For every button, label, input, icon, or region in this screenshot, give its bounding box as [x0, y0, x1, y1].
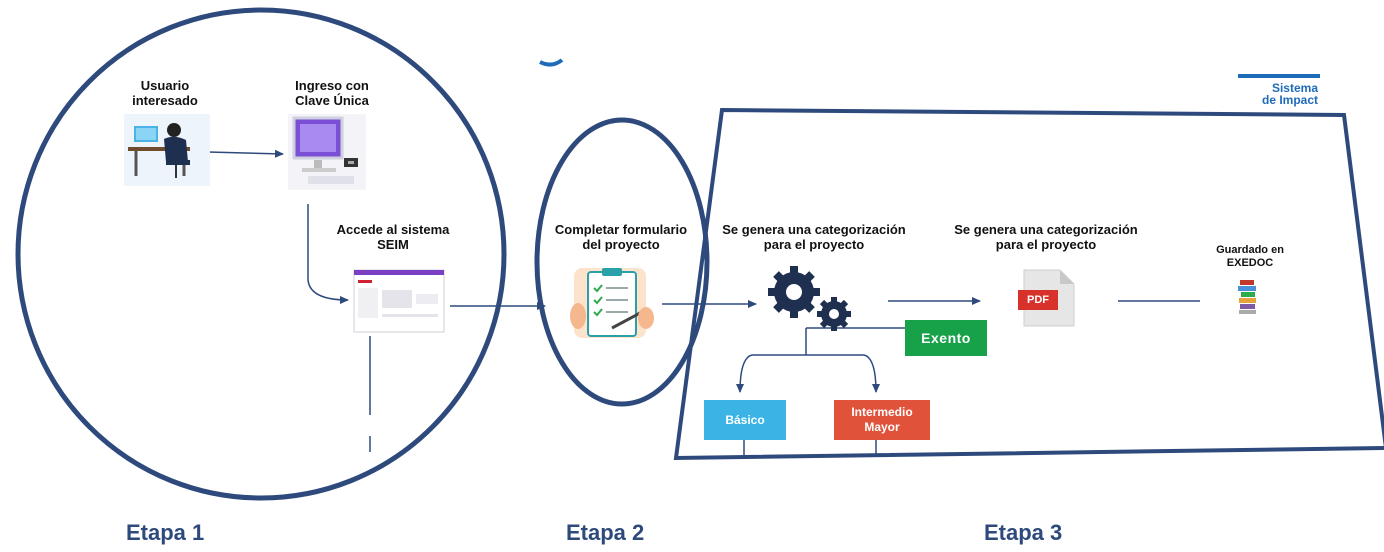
user-label: Usuario interesado — [132, 78, 198, 108]
brand-logo: Sistema de Impact — [1262, 82, 1318, 106]
exento-box: Exento — [905, 320, 987, 356]
web-page-screenshot-icon — [353, 269, 445, 333]
saved-label: Guardado en EXEDOC — [1216, 244, 1284, 269]
stage2-ellipse — [534, 117, 710, 407]
stage1-title: Etapa 1 — [126, 520, 205, 545]
categorization-label: Se genera una categorización para el pro… — [722, 222, 906, 252]
pdf-badge: PDF — [1027, 294, 1049, 306]
stacked-books-icon — [1238, 280, 1256, 314]
pdf-label: Se genera una categorización para el pro… — [954, 222, 1138, 252]
arrow-user-to-login — [207, 149, 284, 158]
stage3-frame — [673, 107, 1384, 461]
brand-bar — [1238, 74, 1320, 78]
arrow-to-basico — [736, 354, 806, 393]
computer-monitor-icon — [288, 114, 366, 190]
brand-line-1: Sistema — [1271, 81, 1318, 95]
arrow-login-to-system — [307, 204, 349, 304]
intermedio-mayor-box: Intermedio Mayor — [834, 400, 930, 440]
access-system-label: Accede al sistema SEIM — [336, 222, 450, 252]
gears-icon — [768, 266, 851, 331]
brand-logo-fragment — [539, 58, 564, 67]
brand-line-2: de Impact — [1261, 93, 1318, 107]
person-at-desk-icon — [124, 114, 210, 186]
login-label: Ingreso con Clave Única — [295, 78, 369, 108]
clipboard-checklist-icon — [570, 268, 654, 338]
stage3-title: Etapa 3 — [984, 520, 1063, 545]
arrow-to-intermedio — [806, 354, 880, 393]
pdf-document-icon — [1018, 269, 1075, 327]
form-label: Completar formulario del proyecto — [554, 222, 688, 252]
stage1-circle — [15, 7, 507, 501]
stage2-title: Etapa 2 — [566, 520, 645, 545]
basico-box: Básico — [704, 400, 786, 440]
